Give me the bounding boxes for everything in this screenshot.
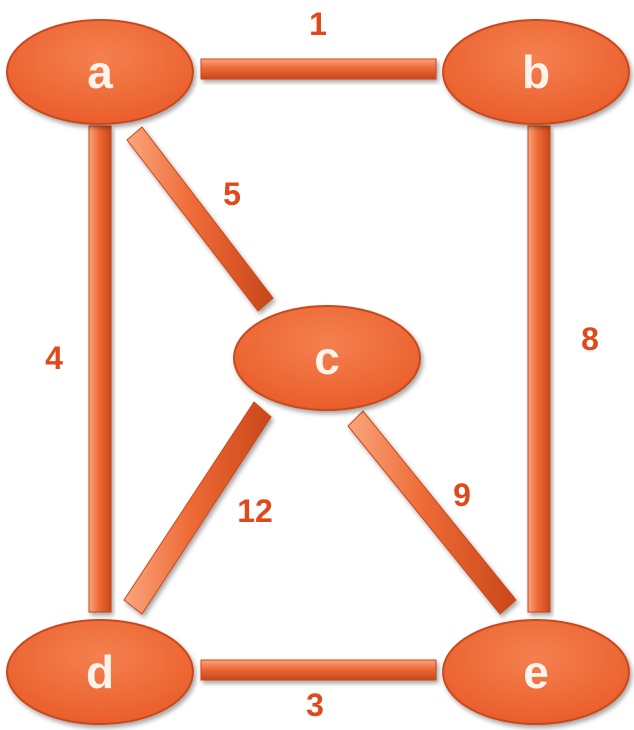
node-a: a — [6, 19, 194, 125]
edge-a-d — [88, 125, 112, 613]
weight-label-a-c: 5 — [223, 176, 241, 212]
weight-label-a-d: 4 — [45, 340, 63, 376]
node-label-d: d — [86, 646, 114, 698]
weight-label-d-e: 3 — [306, 687, 324, 723]
node-label-e: e — [523, 646, 549, 698]
weight-label-b-e: 8 — [581, 321, 599, 357]
node-label-a: a — [87, 46, 113, 98]
node-b: b — [442, 19, 630, 125]
edges-layer — [88, 58, 551, 681]
weight-label-c-d: 12 — [237, 493, 273, 529]
edge-b-e — [527, 125, 551, 613]
node-c: c — [233, 305, 421, 411]
weight-label-a-b: 1 — [309, 6, 327, 42]
edge-c-d — [123, 401, 272, 615]
edge-d-e — [200, 659, 437, 681]
node-label-c: c — [314, 332, 340, 384]
node-label-b: b — [522, 46, 550, 98]
weights-layer: 1 5 4 8 12 9 3 — [45, 6, 599, 723]
edge-a-b — [200, 58, 437, 80]
edge-c-e — [347, 410, 517, 615]
node-d: d — [6, 619, 194, 725]
edge-a-c — [126, 126, 274, 312]
node-e: e — [442, 619, 630, 725]
nodes-layer: a b c d e — [6, 19, 630, 725]
weight-label-c-e: 9 — [453, 477, 471, 513]
